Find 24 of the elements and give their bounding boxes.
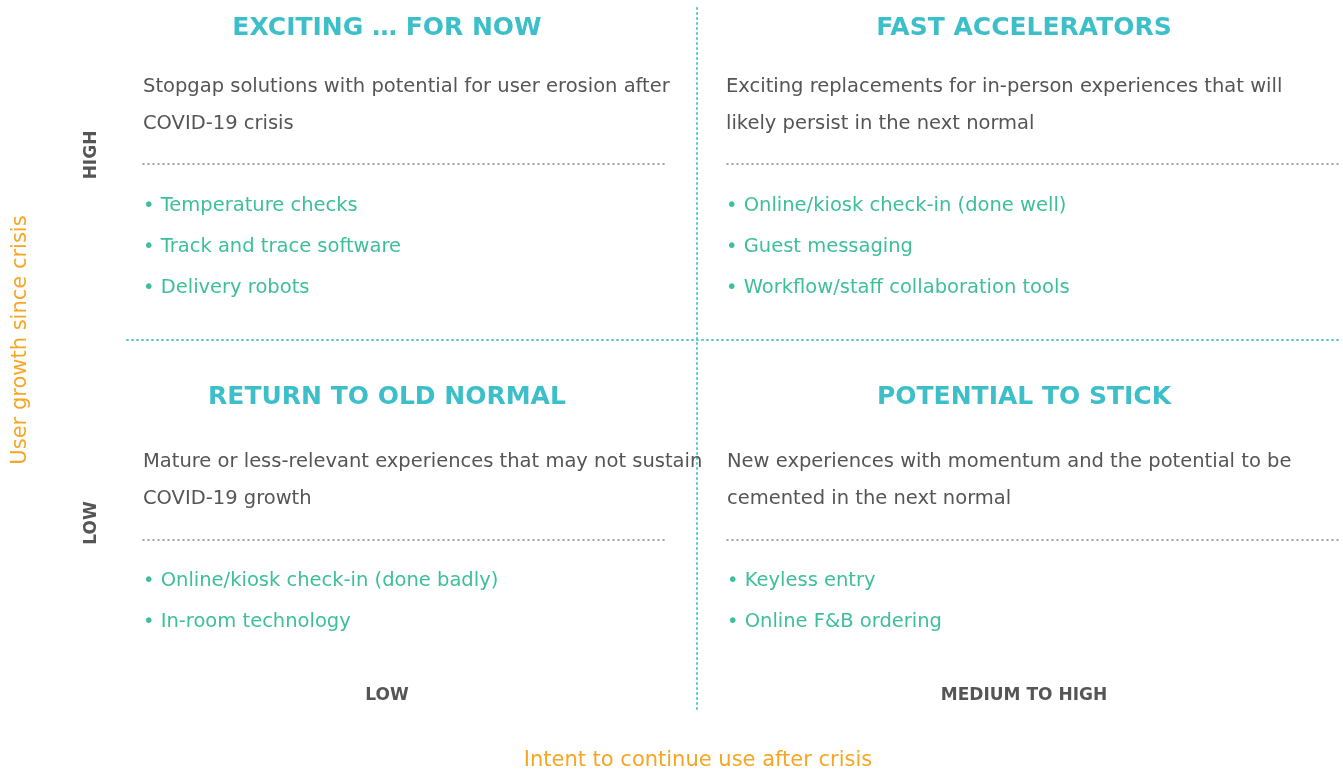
quadrant-title: POTENTIAL TO STICK <box>876 381 1172 411</box>
quadrant-description: Stopgap solutions with potential for user erosion after COVID-19 crisis <box>143 73 671 137</box>
axis-tick-label: HIGH <box>79 130 101 180</box>
axis-tick-label: LOW <box>79 501 101 545</box>
axis-title: Intent to continue use after crisis <box>523 747 873 773</box>
bullet-item: • Track and trace software <box>143 234 402 258</box>
bullet-item: • In-room technology <box>143 609 351 633</box>
quadrant-description: New experiences with momentum and the potential to be cemented in the next normal <box>727 448 1293 512</box>
bullet-item: • Workflow/staff collaboration tools <box>726 275 1070 299</box>
bullet-item: • Online/kiosk check-in (done well) <box>726 193 1067 217</box>
bullet-item: • Guest messaging <box>726 234 913 258</box>
quadrant-title: FAST ACCELERATORS <box>876 12 1172 42</box>
axis-tick-label: LOW <box>365 683 409 705</box>
bullet-item: • Temperature checks <box>143 193 358 217</box>
quadrant-description: Exciting replacements for in-person experiences that will likely persist in the next normal <box>726 73 1284 137</box>
axis-title: User growth since crisis <box>7 215 33 465</box>
quadrant-title: EXCITING … FOR NOW <box>232 12 542 42</box>
bullet-item: • Online F&B ordering <box>727 609 942 633</box>
quadrant-description: Mature or less-relevant experiences that may not sustain COVID-19 growth <box>143 448 703 512</box>
bullet-item: • Online/kiosk check-in (done badly) <box>143 568 499 592</box>
axis-tick-label: MEDIUM TO HIGH <box>940 683 1108 705</box>
bullet-item: • Delivery robots <box>143 275 310 299</box>
bullet-item: • Keyless entry <box>727 568 876 592</box>
quadrant-title: RETURN TO OLD NORMAL <box>208 381 566 411</box>
